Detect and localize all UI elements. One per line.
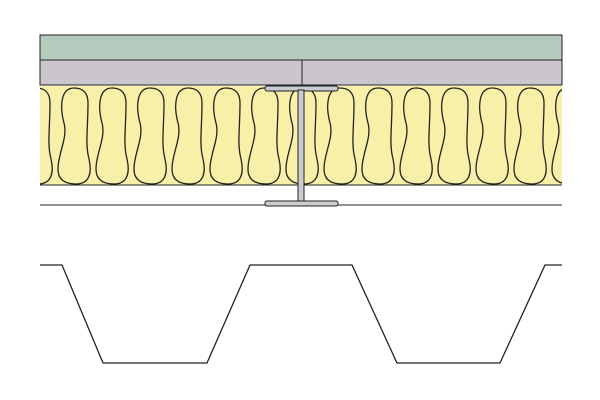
- insulation-loop: [361, 87, 395, 185]
- insulation-loop: [40, 87, 53, 185]
- insulation-loop: [209, 87, 243, 185]
- steel-i-stud: [264, 85, 339, 207]
- insulation-loop: [323, 87, 357, 185]
- insulation-loop: [57, 87, 91, 185]
- insulation-loop: [399, 87, 433, 185]
- stud-bottom-flange: [264, 200, 339, 207]
- inner-board-layer: [39, 59, 563, 86]
- insulation-loop: [171, 87, 205, 185]
- stud-web: [297, 89, 305, 203]
- insulation-loop: [475, 87, 509, 185]
- insulation-loop: [513, 87, 547, 185]
- insulation-loop: [95, 87, 129, 185]
- outer-board-layer: [39, 34, 563, 61]
- insulation-loop: [437, 87, 471, 185]
- trapezoidal-deck-profile: [40, 264, 562, 364]
- insulation-loop: [133, 87, 167, 185]
- insulation-loop: [551, 89, 562, 184]
- insulation-loop: [247, 87, 281, 185]
